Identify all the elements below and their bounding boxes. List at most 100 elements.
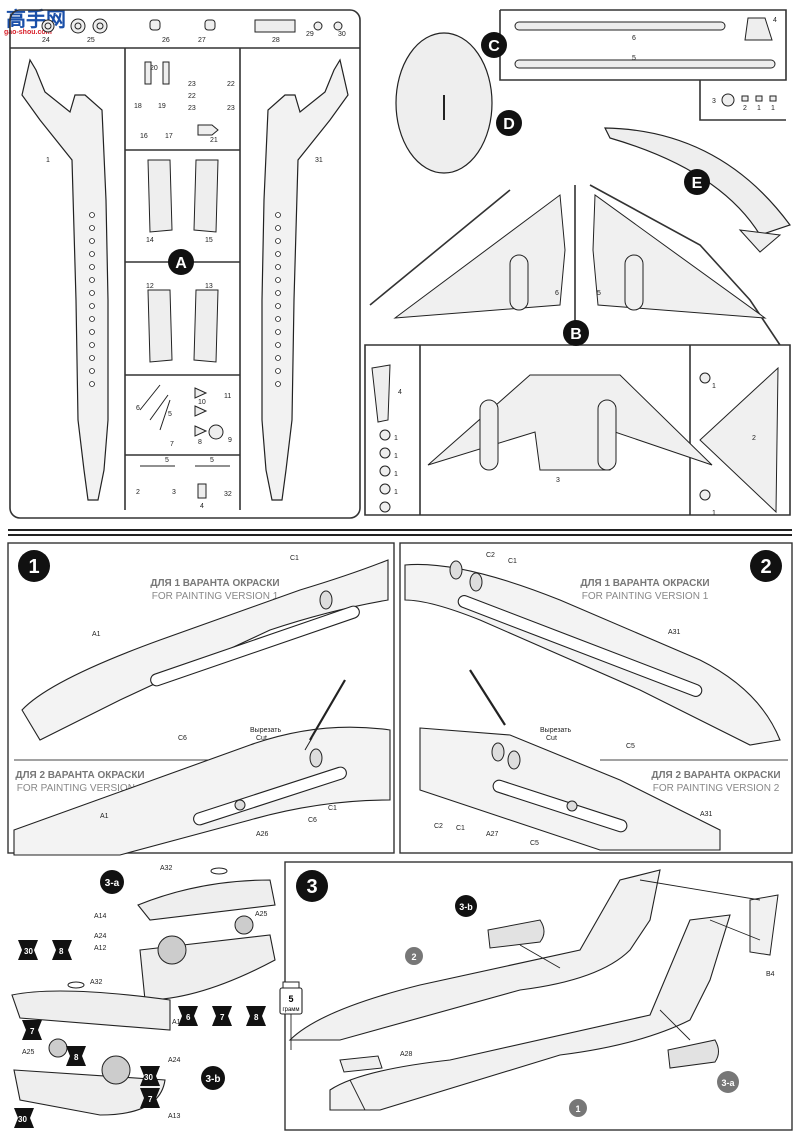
sprue-c-parts [514,17,777,107]
svg-text:7: 7 [148,1095,153,1104]
sprue-frame-a [9,9,361,519]
svg-text:27: 27 [198,37,206,44]
svg-text:22: 22 [188,93,196,100]
wing-center-b3 [427,374,713,471]
svg-text:30: 30 [338,31,346,38]
svg-text:9: 9 [228,437,232,444]
svg-text:1: 1 [757,105,761,112]
svg-text:3: 3 [172,489,176,496]
svg-text:2: 2 [136,489,140,496]
step-3a-number: 3-a [105,878,120,889]
svg-text:23: 23 [227,105,235,112]
step-2-version2-en: FOR PAINTING VERSION 2 [653,783,780,794]
wing-part-b5 [592,194,767,319]
step-1-version1-en: FOR PAINTING VERSION 1 [152,591,279,602]
step-2-version2-ru: ДЛЯ 2 ВАРАНТА ОКРАСКИ [651,770,780,781]
svg-text:C2: C2 [434,823,443,830]
svg-text:19: 19 [158,103,166,110]
svg-text:5: 5 [597,290,601,297]
svg-text:A26: A26 [256,831,269,838]
svg-text:A28: A28 [400,1051,413,1058]
svg-text:1: 1 [771,105,775,112]
svg-text:1: 1 [46,157,50,164]
svg-text:16: 16 [140,133,148,140]
svg-text:3: 3 [712,98,716,105]
svg-text:C6: C6 [178,735,187,742]
svg-text:A24: A24 [94,933,107,940]
step-2-panel: 2 ДЛЯ 1 ВАРАНТА ОКРАСКИ FOR PAINTING VER… [399,542,793,854]
step-1-version2-ru: ДЛЯ 2 ВАРАНТА ОКРАСКИ [15,770,144,781]
svg-text:A14: A14 [94,913,107,920]
svg-text:5: 5 [632,55,636,62]
svg-text:1: 1 [575,1104,580,1114]
svg-text:14: 14 [146,237,154,244]
svg-text:5: 5 [165,457,169,464]
sprue-b-wheels [371,364,711,513]
svg-text:A32: A32 [90,979,103,986]
svg-text:C5: C5 [530,840,539,847]
watermark-logo: 高手网 gao-shou.com [4,7,66,36]
svg-text:C1: C1 [290,555,299,562]
svg-text:A25: A25 [22,1049,35,1056]
svg-text:5: 5 [210,457,214,464]
svg-text:31: 31 [315,157,323,164]
svg-text:7: 7 [30,1027,35,1036]
svg-text:A24: A24 [168,1057,181,1064]
sprue-frame-b [364,184,791,516]
svg-text:30: 30 [144,1073,153,1082]
svg-text:C1: C1 [456,825,465,832]
svg-text:C6: C6 [308,817,317,824]
sprue-d-letter: D [503,116,515,133]
svg-text:13: 13 [205,283,213,290]
svg-text:7: 7 [170,441,174,448]
svg-text:4: 4 [200,503,204,510]
svg-text:26: 26 [162,37,170,44]
svg-text:29: 29 [306,31,314,38]
svg-text:B4: B4 [766,971,775,978]
svg-text:A32: A32 [160,865,173,872]
svg-text:A31: A31 [668,629,681,636]
svg-text:C1: C1 [328,805,337,812]
svg-text:30: 30 [18,1115,27,1124]
svg-text:A13: A13 [168,1113,181,1120]
svg-text:C5: C5 [626,743,635,750]
svg-text:3-b: 3-b [459,902,473,912]
sprue-a-top-parts [41,18,343,34]
sprue-e-letter: E [692,175,703,192]
svg-text:6: 6 [555,290,559,297]
svg-text:A12: A12 [94,945,107,952]
svg-text:1: 1 [394,435,398,442]
svg-text:1: 1 [394,471,398,478]
svg-text:23: 23 [188,105,196,112]
svg-text:11: 11 [224,393,231,400]
svg-text:3: 3 [556,477,560,484]
sprue-c-badge: C [481,32,507,58]
step-1-panel: 1 ДЛЯ 1 ВАРАНТА ОКРАСКИ FOR PAINTING VER… [7,542,395,856]
paint-code-markers [14,940,266,1128]
svg-text:20: 20 [150,65,158,72]
svg-text:18: 18 [134,103,142,110]
sprue-a-letter: A [175,255,187,272]
svg-text:7: 7 [220,1013,225,1022]
svg-text:2: 2 [411,952,416,962]
svg-text:6: 6 [186,1013,191,1022]
fuselage-half-a31 [261,58,349,501]
sprue-b-badge: B [563,320,589,346]
svg-text:A27: A27 [486,831,499,838]
svg-text:30: 30 [24,947,33,956]
step-2-version1-en: FOR PAINTING VERSION 1 [582,591,709,602]
svg-text:8: 8 [198,439,202,446]
svg-text:6: 6 [632,35,636,42]
weight-value: 5 [288,994,293,1004]
svg-text:A1: A1 [100,813,109,820]
svg-text:5: 5 [168,411,172,418]
svg-text:A15: A15 [172,1019,185,1026]
weight-icon: 5 грамм [279,981,303,1015]
sprue-a-part-numbers: 24 25 26 27 28 29 30 1 31 20 18 19 16 17… [42,31,346,510]
step-2-cut-ru: Вырезать [540,727,571,734]
svg-text:C2: C2 [486,552,495,559]
section-separator [8,529,792,536]
svg-text:32: 32 [224,491,232,498]
svg-text:A1: A1 [92,631,101,638]
